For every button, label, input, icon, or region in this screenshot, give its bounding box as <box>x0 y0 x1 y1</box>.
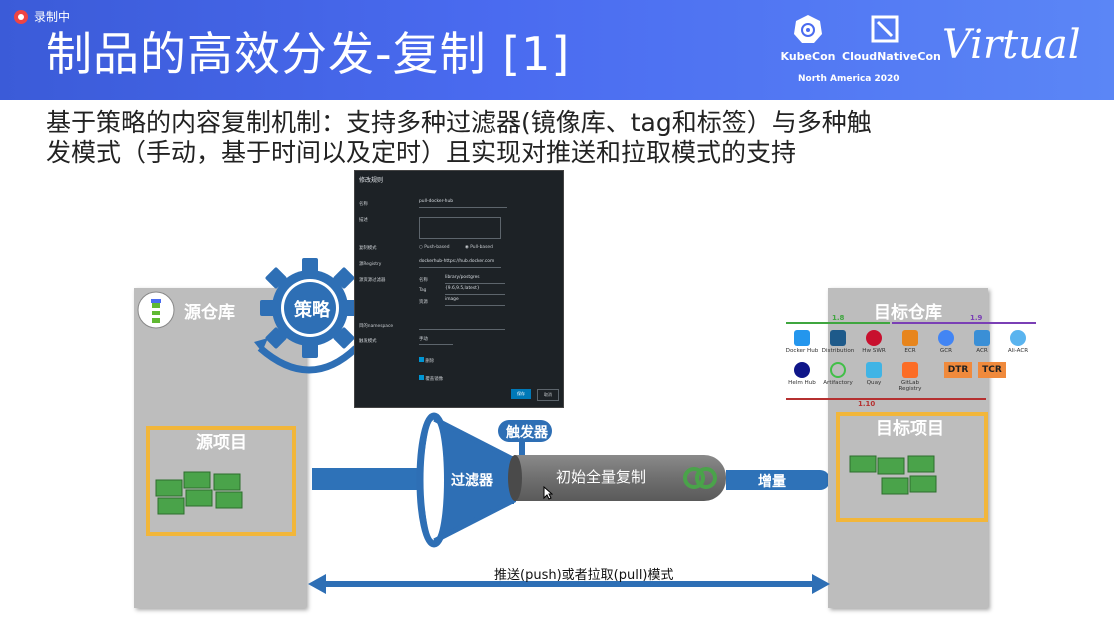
source-containers-icon <box>152 466 262 516</box>
registry-label: 源Registry <box>359 261 381 267</box>
source-pipe <box>312 468 428 490</box>
filter-label-dialog: 源资源过滤器 <box>359 277 385 283</box>
acr-icon <box>974 330 990 346</box>
filter-resource-select[interactable]: image <box>445 297 505 306</box>
version-bottom: 1.10 <box>858 400 875 408</box>
logo-dtr: DTR <box>940 362 976 380</box>
logo-tcr: TCR <box>974 362 1010 380</box>
filter-tag-label: Tag <box>419 288 426 293</box>
filter-name-label: 名称 <box>419 277 428 283</box>
cloudnativecon-name: CloudNativeCon <box>842 50 928 63</box>
trigger-badge[interactable]: 触发器 <box>498 420 552 442</box>
override-checkbox[interactable]: 覆盖镜像 <box>419 375 443 382</box>
push-pull-label: 推送(push)或者拉取(pull)模式 <box>494 564 674 583</box>
gitlab-icon <box>902 362 918 378</box>
gcr-icon <box>938 330 954 346</box>
cancel-button[interactable]: 取消 <box>537 389 559 401</box>
virtual-label: Virtual <box>942 22 1081 68</box>
logo-gitlab-registry: GitLab Registry <box>892 362 928 392</box>
logo-acr: ACR <box>964 330 1000 354</box>
replication-rule-dialog: 修改规则 名称 pull-docker-hub 描述 复制模式 ○ Push-b… <box>354 170 564 408</box>
cncf-icon <box>870 14 900 44</box>
artifactory-icon <box>830 362 846 378</box>
source-project-label: 源项目 <box>196 428 247 453</box>
logo-distribution: Distribution <box>820 330 856 354</box>
delete-checkbox[interactable]: 删除 <box>419 357 434 364</box>
helm-icon <box>794 362 810 378</box>
target-project-label: 目标项目 <box>876 414 944 439</box>
initial-copy-label: 初始全量复制 <box>556 466 646 487</box>
logo-ali-acr: Ali-ACR <box>1000 330 1036 354</box>
policy-label: 策略 <box>294 296 330 322</box>
mouse-cursor-icon <box>543 486 553 500</box>
desc-label: 描述 <box>359 217 368 223</box>
namespace-input[interactable] <box>419 321 505 330</box>
version-line-purple <box>892 322 1036 324</box>
subtitle-line-2: 发模式（手动，基于时间以及定时）且实现对推送和拉取模式的支持 <box>46 138 1046 168</box>
target-registry-logos: 1.8 1.9 1.10 Docker Hub Distribution Hw … <box>784 322 1036 402</box>
name-input[interactable]: pull-docker-hub <box>419 199 507 208</box>
logo-gcr: GCR <box>928 330 964 354</box>
docker-icon <box>794 330 810 346</box>
filter-name-input[interactable]: library/postgres <box>445 275 505 284</box>
filter-label: 过滤器 <box>451 470 493 490</box>
logo-docker-hub: Docker Hub <box>784 330 820 354</box>
filter-tag-input[interactable]: {9.6,9.5,latest} <box>445 286 505 295</box>
namespace-label: 目的namespace <box>359 323 393 329</box>
event-location: North America 2020 <box>798 74 900 84</box>
helm-wheel-icon <box>793 14 823 44</box>
save-button[interactable]: 保存 <box>511 389 531 399</box>
record-icon <box>14 10 28 24</box>
version-line-green <box>786 322 890 324</box>
subtitle-line-1: 基于策略的内容复制机制：支持多种过滤器(镜像库、tag和标签）与多种触 <box>46 108 1046 138</box>
copy-cycle-icon <box>682 462 718 494</box>
event-logos: KubeCon CloudNativeCon North America 202… <box>780 14 1100 90</box>
target-repo-label: 目标仓库 <box>874 298 942 323</box>
registry-select[interactable]: dockerhub-https://hub.docker.com <box>419 259 501 268</box>
slide-header: 录制中 制品的高效分发-复制 [1] KubeCon CloudNativeCo… <box>0 0 1114 100</box>
kubecon-name: KubeCon <box>780 50 836 63</box>
logo-helm-hub: Helm Hub <box>784 362 820 386</box>
target-containers-icon <box>846 450 956 506</box>
name-label: 名称 <box>359 201 368 207</box>
logo-hw-swr: Hw SWR <box>856 330 892 354</box>
logo-ecr: ECR <box>892 330 928 354</box>
trigger-label: 触发器 <box>506 422 548 442</box>
aws-ecr-icon <box>902 330 918 346</box>
page-title: 制品的高效分发-复制 [1] <box>46 18 570 84</box>
kubecon-logo: KubeCon <box>780 14 836 63</box>
logo-artifactory: Artifactory <box>820 362 856 386</box>
trigger-mode-label: 触发模式 <box>359 338 377 344</box>
version-line-red <box>786 398 986 400</box>
huawei-icon <box>866 330 882 346</box>
trigger-select[interactable]: 手动 <box>419 336 453 345</box>
incremental-label: 增量 <box>758 471 786 491</box>
cloudnativecon-logo: CloudNativeCon <box>842 14 928 63</box>
filter-resource-label: 资源 <box>419 299 428 305</box>
desc-textarea[interactable] <box>419 217 501 239</box>
version-right: 1.9 <box>970 314 982 322</box>
pull-option[interactable]: ◉ Pull-based <box>465 245 493 250</box>
version-left: 1.8 <box>832 314 844 322</box>
mode-label: 复制模式 <box>359 245 377 251</box>
push-option[interactable]: ○ Push-based <box>419 245 450 250</box>
source-repo-label: 源仓库 <box>184 298 235 323</box>
harbor-lighthouse-icon <box>137 291 175 329</box>
distribution-icon <box>830 330 846 346</box>
subtitle: 基于策略的内容复制机制：支持多种过滤器(镜像库、tag和标签）与多种触 发模式（… <box>46 108 1046 168</box>
ali-acr-icon <box>1010 330 1026 346</box>
dialog-title: 修改规则 <box>359 175 383 184</box>
quay-icon <box>866 362 882 378</box>
logo-quay: Quay <box>856 362 892 386</box>
cylinder-cap <box>508 455 522 501</box>
